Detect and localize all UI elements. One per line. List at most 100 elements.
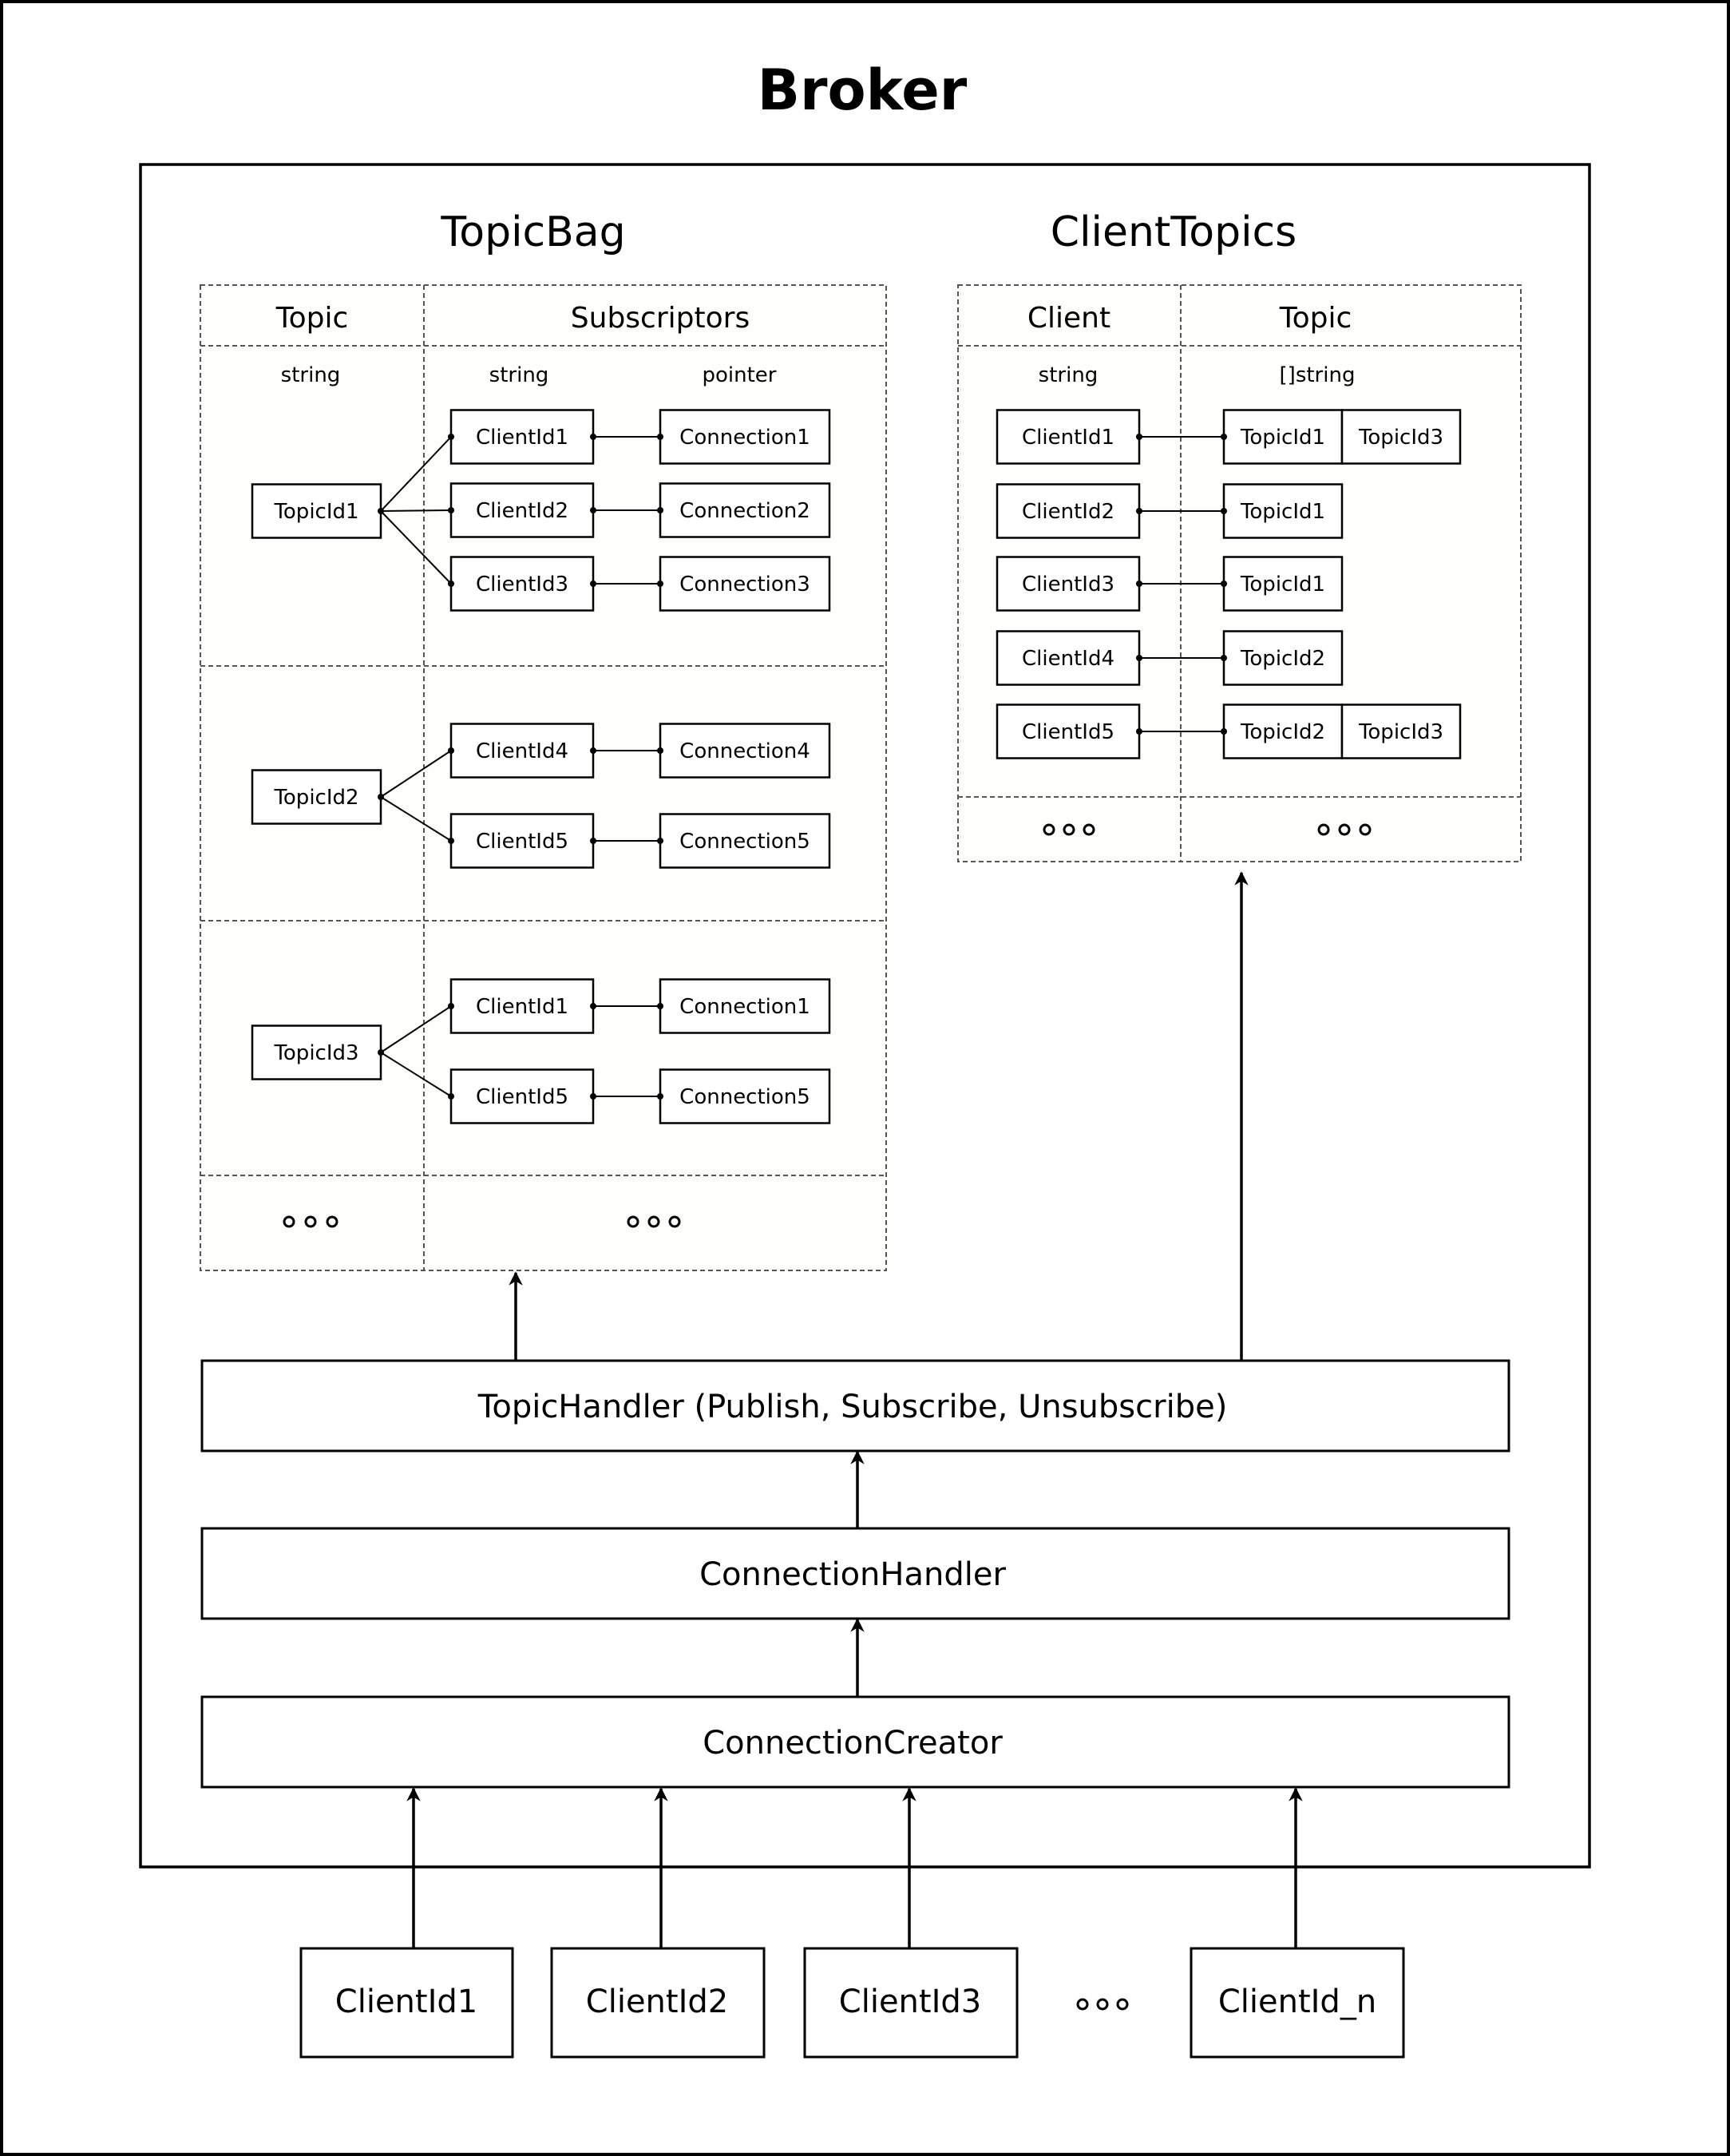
client-key-box-label: ClientId2 [1022,500,1114,524]
clienttopics-type-client: string [1039,363,1099,387]
subscriber-client-box: ClientId1 [449,978,595,1034]
client-key-box: ClientId3 [996,556,1141,612]
topic-box-label: TopicId1 [273,500,358,524]
connector-dot [448,434,454,440]
clienttopics-row: ClientId3 TopicId1 [996,556,1344,612]
topic-list-box-label: TopicId2 [1240,720,1325,744]
clienttopics-title: ClientTopics [1051,208,1297,256]
connector-dot [657,1093,663,1100]
topic-box-label: TopicId2 [273,786,358,810]
connector-dot [1221,655,1227,661]
topic-list-box: TopicId1 [1222,483,1344,539]
client-key-box: ClientId2 [996,483,1141,539]
topic-list-box: TopicId1 [1222,409,1344,465]
connector-dot [590,838,596,844]
external-client: ClientId_n [1190,1947,1405,2059]
subscriber-client-box: ClientId3 [449,556,595,612]
link-line [380,1005,452,1053]
link-line [380,509,452,512]
clienttopics-type-topic: []string [1280,363,1356,387]
topic-box: TopicId1 [251,483,382,539]
client-key-box: ClientId4 [996,630,1141,686]
link-line [380,436,452,512]
client-key-box-label: ClientId4 [1022,647,1114,671]
topicbag-type-connection: pointer [703,363,777,387]
topic-handler-label: TopicHandler (Publish, Subscribe, Unsubs… [477,1389,1228,1425]
connector-dot [1136,728,1142,735]
subscriber-client-box: ClientId5 [449,1068,595,1124]
subscriber-client-box: ClientId5 [449,813,595,869]
connector-dot [1221,581,1227,587]
external-clients-ellipsis [1076,1998,1129,2011]
connector-dot [1136,581,1142,587]
subscriber-client-box: ClientId1 [449,409,595,465]
topicbag-col-topic: Topic [275,302,349,335]
client-key-box: ClientId1 [996,409,1141,465]
external-client: ClientId1 [299,1947,514,2059]
topic-list-box: TopicId1 [1222,556,1344,612]
connector-dot [378,794,384,800]
external-client-label: ClientId_n [1218,1984,1376,2020]
connector-dot [1221,728,1227,735]
topicbag-col-subscribers: Subscriptors [571,302,750,335]
topicbag-type-topic: string [281,363,341,387]
connection-box: Connection5 [659,1068,831,1124]
diagram-title: Broker [758,57,968,123]
topic-box-label: TopicId3 [273,1041,358,1065]
connector-dot [590,434,596,440]
clienttopics-row: ClientId2 TopicId1 [996,483,1344,539]
connection-handler-box: ConnectionHandler [200,1527,1510,1620]
topic-list-box-label: TopicId1 [1240,500,1325,524]
subscriber-client-box-label: ClientId5 [476,1085,568,1109]
subscriber-client-box: ClientId4 [449,723,595,779]
connector-dot [657,747,663,754]
link-line [380,796,452,842]
connection-box-label: Connection4 [679,739,810,763]
connector-dot [590,581,596,587]
topic-list-box-label: TopicId3 [1358,720,1443,744]
link-line [380,510,452,585]
topic-handler-box: TopicHandler (Publish, Subscribe, Unsubs… [200,1359,1510,1453]
connector-dot [378,508,384,514]
clienttopics-col-client: Client [1027,302,1110,335]
topic-list-box-label: TopicId1 [1240,426,1325,450]
connection-box-label: Connection5 [679,1085,810,1109]
connector-dot [1221,508,1227,514]
connector-dot [1136,434,1142,440]
client-key-box-label: ClientId1 [1022,426,1114,450]
topicbag-table: Topic Subscriptors string string pointer… [200,284,887,1271]
connector-dot [590,747,596,754]
topic-list-box-label: TopicId1 [1240,573,1325,596]
topic-box: TopicId2 [251,769,382,825]
connector-dot [657,434,663,440]
external-client: ClientId2 [550,1947,766,2059]
connector-dot [448,581,454,587]
connection-creator-box: ConnectionCreator [200,1695,1510,1789]
connection-box-label: Connection1 [679,426,810,450]
connection-box: Connection1 [659,978,831,1034]
subscriber-client-box-label: ClientId4 [476,739,568,763]
external-client-label: ClientId2 [586,1984,728,2020]
clienttopics-ellipsis-client [1043,823,1095,836]
connection-box: Connection4 [659,723,831,779]
topic-list-box-label: TopicId3 [1358,426,1443,450]
connector-dot [590,507,596,513]
connection-box-label: Connection2 [679,499,810,523]
subscriber-client-box-label: ClientId2 [476,499,568,523]
topic-box: TopicId3 [251,1024,382,1080]
connector-dot [378,1049,384,1056]
connector-dot [657,838,663,844]
connection-box: Connection2 [659,482,831,538]
topic-list-box: TopicId3 [1340,703,1462,759]
subscriber-client-box-label: ClientId3 [476,573,568,596]
connector-dot [448,747,454,754]
connector-dot [1136,508,1142,514]
clienttopics-col-topic: Topic [1279,302,1352,335]
